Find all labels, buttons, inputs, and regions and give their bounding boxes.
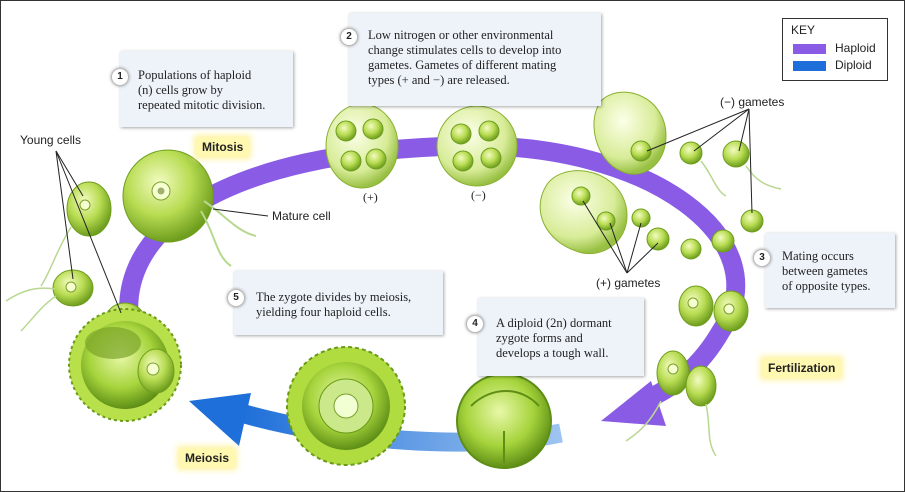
step-2-box: Low nitrogen or other environmental chan…: [349, 13, 601, 106]
step-2-line-2: change stimulates cells to develop into: [368, 43, 561, 58]
legend-haploid-swatch: [793, 44, 826, 54]
step-1-line-1: Populations of haploid: [138, 68, 265, 83]
step-4-number: 4: [466, 315, 484, 333]
step-3-line-3: of opposite types.: [782, 279, 871, 294]
step-2-line-3: gametes. Gametes of different mating: [368, 58, 561, 73]
stage-meiosis: Meiosis: [180, 449, 234, 467]
label-plus-sign: (+): [363, 190, 378, 205]
germinating-zygote: [69, 309, 181, 421]
step-5-line-2: yielding four haploid cells.: [256, 305, 411, 320]
legend-title: KEY: [791, 23, 815, 37]
label-young-cells: Young cells: [20, 133, 81, 147]
step-3-line-2: between gametes: [782, 264, 871, 279]
legend-diploid-swatch: [793, 61, 826, 71]
stage-fertilization: Fertilization: [763, 359, 840, 377]
label-minus-sign: (−): [471, 188, 486, 203]
young-cell-2: [6, 270, 93, 331]
step-5-line-1: The zygote divides by meiosis,: [256, 290, 411, 305]
step-5-box: The zygote divides by meiosis, yielding …: [234, 271, 443, 335]
stage-mitosis: Mitosis: [197, 138, 248, 156]
step-1-number: 1: [111, 68, 129, 86]
legend-diploid-label: Diploid: [835, 58, 872, 72]
young-zygote: [457, 374, 551, 468]
legend-haploid-label: Haploid: [835, 41, 876, 55]
releasing-plus-cell: [540, 171, 627, 254]
label-minus-gametes: (−) gametes: [720, 95, 784, 109]
plus-gamete-cell: [326, 104, 398, 188]
legend: KEY Haploid Diploid: [782, 18, 888, 81]
step-3-line-1: Mating occurs: [782, 249, 871, 264]
step-4-line-2: zygote forms and: [496, 331, 612, 346]
mating-pair-1: [679, 286, 748, 331]
step-2-line-1: Low nitrogen or other environmental: [368, 28, 561, 43]
label-plus-gametes: (+) gametes: [596, 276, 660, 290]
step-5-number: 5: [227, 289, 245, 307]
step-4-line-3: develops a tough wall.: [496, 346, 612, 361]
label-mature-cell: Mature cell: [272, 209, 331, 223]
step-2-number: 2: [340, 28, 358, 46]
step-1-box: Populations of haploid (n) cells grow by…: [120, 51, 293, 127]
step-1-line-2: (n) cells grow by: [138, 83, 265, 98]
step-2-line-4: types (+ and −) are released.: [368, 73, 561, 88]
step-3-number: 3: [753, 249, 771, 267]
step-3-box: Mating occurs between gametes of opposit…: [765, 233, 895, 308]
step-1-line-3: repeated mitotic division.: [138, 98, 265, 113]
step-4-line-1: A diploid (2n) dormant: [496, 316, 612, 331]
diploid-arrowhead: [189, 393, 251, 446]
step-4-box: A diploid (2n) dormant zygote forms and …: [478, 298, 644, 376]
minus-gamete-cell: [437, 106, 517, 186]
dormant-zygote: [287, 347, 405, 465]
